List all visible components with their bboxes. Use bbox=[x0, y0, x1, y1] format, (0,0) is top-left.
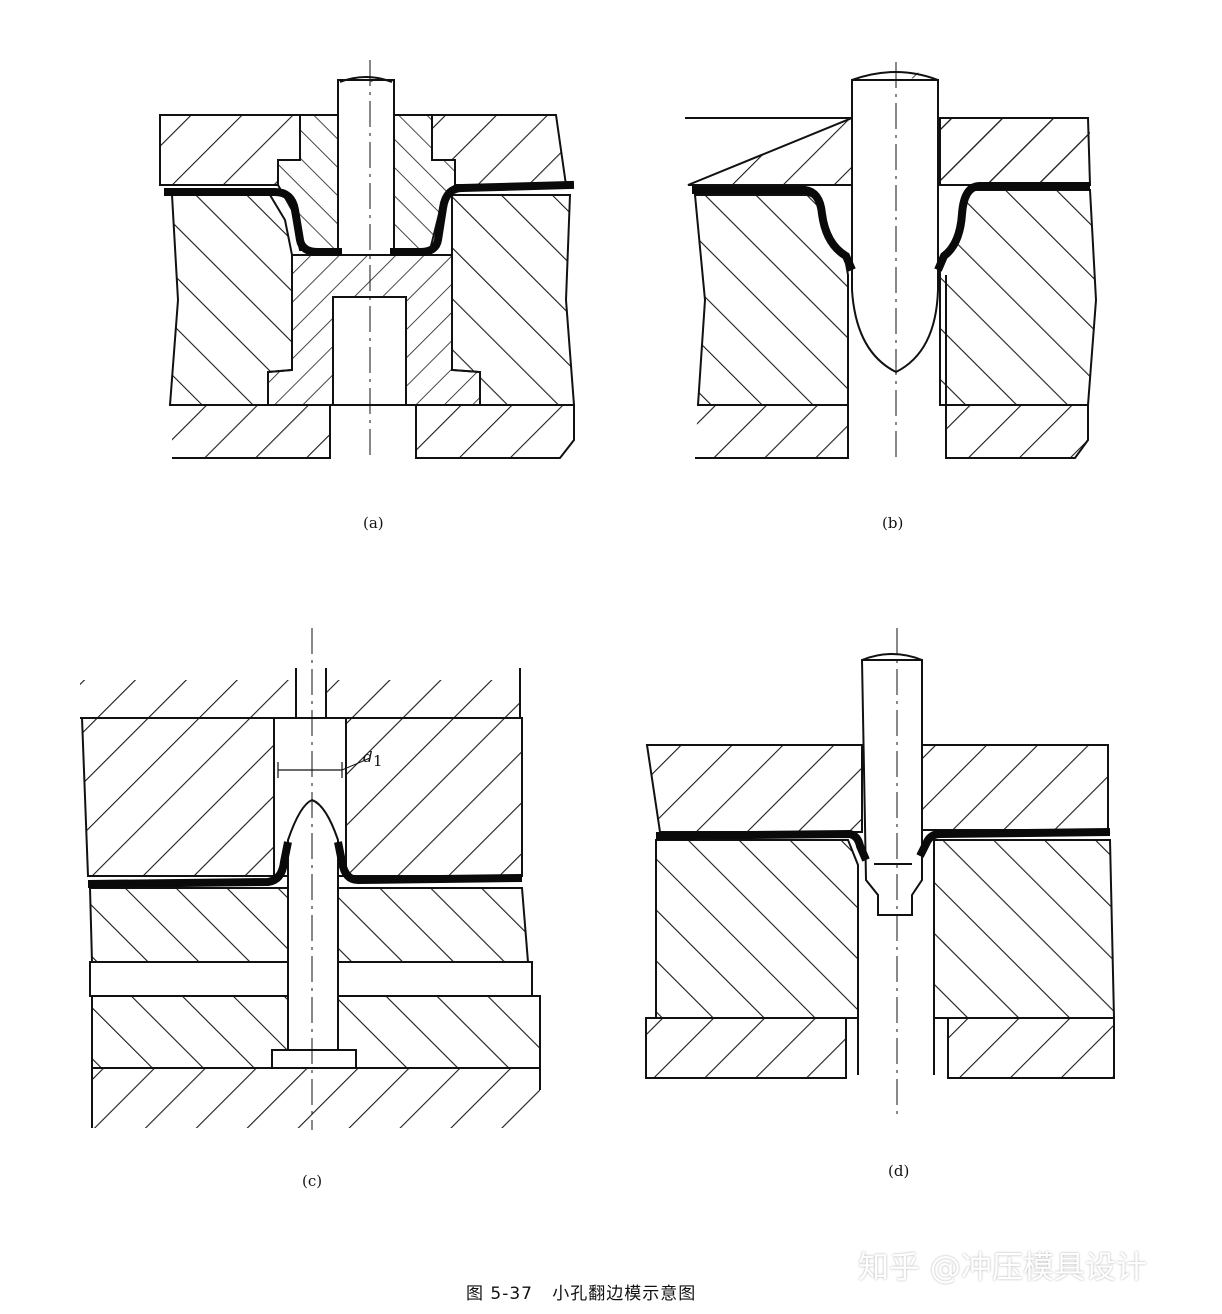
c-pin-head bbox=[271, 1049, 357, 1069]
d-punch bbox=[860, 659, 923, 916]
panel-a bbox=[159, 60, 576, 460]
d-base-right bbox=[947, 1017, 1115, 1079]
b-base-left bbox=[695, 404, 849, 459]
c-lower-die-left bbox=[88, 887, 289, 963]
a-base-left bbox=[172, 404, 331, 459]
c-dim-d: d bbox=[363, 748, 373, 766]
a-sheet bbox=[164, 180, 575, 256]
b-sheet bbox=[692, 182, 1090, 272]
c-upper-die-left bbox=[80, 717, 275, 877]
c-upper-die-right bbox=[345, 717, 523, 877]
d-upper-die-right bbox=[921, 744, 1109, 831]
panel-d bbox=[645, 628, 1116, 1114]
panel-b-label: (b) bbox=[882, 514, 903, 532]
panel-a-label: (a) bbox=[363, 514, 384, 532]
c-lower-plate-right bbox=[337, 995, 541, 1069]
c-dimension-label: d 1 bbox=[363, 748, 383, 770]
watermark: 知乎 @冲压模具设计 bbox=[858, 1250, 1147, 1286]
c-base bbox=[92, 1068, 540, 1128]
c-lower-die-right bbox=[337, 887, 530, 963]
panel-d-label: (d) bbox=[888, 1162, 909, 1180]
panel-c bbox=[80, 628, 541, 1130]
d-lower-die-left bbox=[655, 839, 859, 1019]
panel-b bbox=[685, 62, 1098, 460]
a-base-right bbox=[415, 404, 575, 459]
d-sheet bbox=[655, 828, 1111, 862]
c-punch bbox=[287, 798, 339, 1050]
c-top-plate bbox=[80, 680, 296, 718]
a-punch bbox=[337, 79, 395, 256]
b-punch bbox=[851, 79, 939, 374]
d-base-left bbox=[645, 1017, 847, 1079]
c-sheet bbox=[87, 841, 523, 888]
c-dim-sub: 1 bbox=[373, 752, 383, 770]
d-upper-die-left bbox=[645, 744, 863, 833]
c-lower-plate-left bbox=[91, 995, 289, 1069]
b-base-right bbox=[945, 404, 1089, 459]
figure-caption: 图 5-37 小孔翻边模示意图 bbox=[466, 1284, 697, 1304]
d-lower-die-right bbox=[933, 839, 1116, 1019]
panel-c-label: (c) bbox=[302, 1172, 322, 1190]
